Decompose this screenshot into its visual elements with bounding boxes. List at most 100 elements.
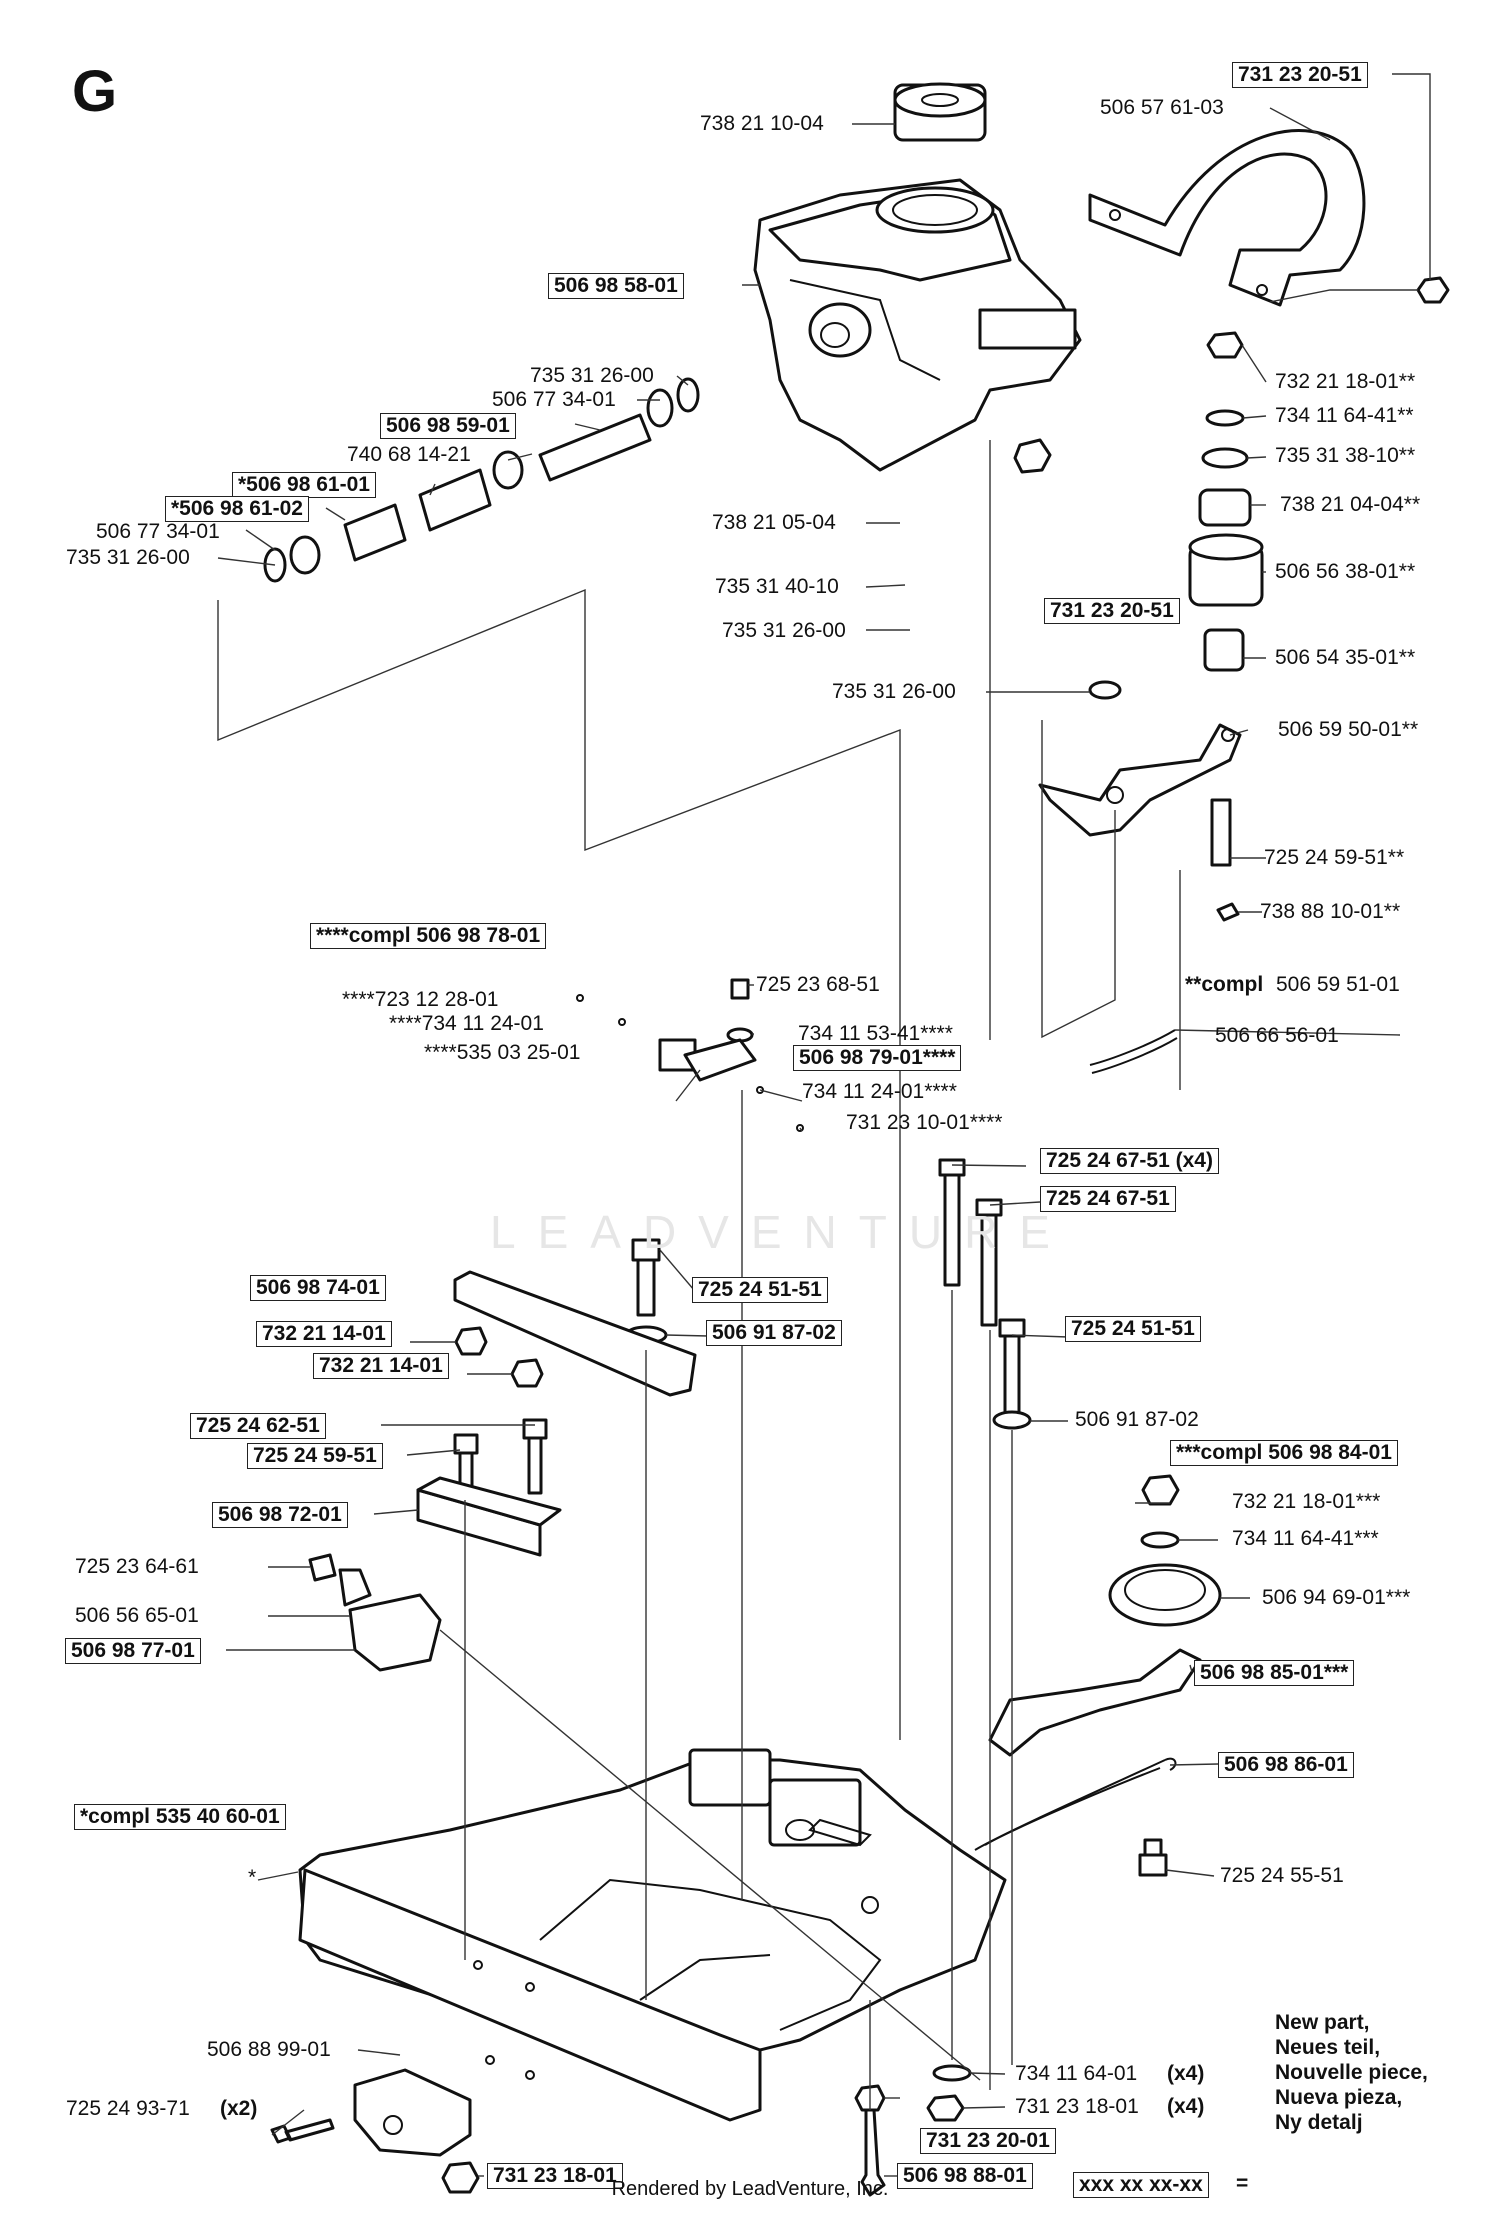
part-label-735-31-38-10-dstar[interactable]: 735 31 38-10** (1275, 444, 1416, 467)
part-label-734-11-64-41-tstar[interactable]: 734 11 64-41*** (1232, 1527, 1379, 1550)
watermark-text: LEADVENTURE (490, 1206, 1072, 1258)
shaft-assembly-drawing (263, 377, 700, 583)
part-label-compl-506-98-84-01[interactable]: ***compl 506 98 84-01 (1170, 1440, 1398, 1466)
part-label-731-23-18-01-x4[interactable]: 731 23 18-01 (1015, 2095, 1139, 2118)
top-bearing-drawing (893, 82, 987, 142)
pulley-stack-drawing (974, 1474, 1222, 1877)
switch-group-drawing (576, 978, 804, 1132)
nut-housing-drawing (1013, 438, 1052, 474)
part-label-734-11-64-01[interactable]: 734 11 64-01 (1015, 2062, 1138, 2085)
footer-credit: Rendered by LeadVenture, Inc. (611, 2178, 889, 2200)
part-label-731-23-20-01[interactable]: 731 23 20-01 (920, 2128, 1056, 2154)
nut-bottom-center-drawing (926, 2094, 965, 2122)
legend-line-es: Nueva pieza, (1275, 2086, 1403, 2109)
part-label-735-31-26-00-b[interactable]: 735 31 26-00 (66, 546, 190, 569)
part-label-732-21-14-01-b[interactable]: 732 21 14-01 (313, 1353, 449, 1379)
part-label-506-59-50-01-dstar[interactable]: 506 59 50-01** (1278, 718, 1419, 741)
part-label-725-24-51-51-b[interactable]: 725 24 51-51 (1065, 1316, 1201, 1342)
part-label-506-77-34-01-a[interactable]: 506 77 34-01 (492, 388, 616, 411)
part-label-725-24-62-51[interactable]: 725 24 62-51 (190, 1413, 326, 1439)
part-label-506-98-77-01[interactable]: 506 98 77-01 (65, 1638, 201, 1664)
part-label-506-57-61-03[interactable]: 506 57 61-03 (1100, 96, 1224, 119)
bottom-nut-left-drawing (441, 2161, 480, 2194)
part-label-725-24-51-51-a[interactable]: 725 24 51-51 (692, 1277, 828, 1303)
part-label-725-24-59-51[interactable]: 725 24 59-51 (247, 1443, 383, 1469)
part-label-725-23-64-61[interactable]: 725 23 64-61 (75, 1555, 199, 1578)
long-bolts-drawing (938, 1158, 1032, 1430)
part-label-725-24-59-51-dstar[interactable]: 725 24 59-51** (1264, 846, 1405, 869)
part-label-506-59-51-01[interactable]: 506 59 51-01 (1276, 973, 1400, 996)
part-label-506-98-79-01-qstar[interactable]: 506 98 79-01**** (793, 1045, 962, 1071)
bearing-housing-drawing (753, 178, 1082, 472)
part-label-535-03-25-01-qstar[interactable]: ****535 03 25-01 (424, 1041, 581, 1064)
part-label-725-24-93-71-qty: (x2) (220, 2097, 258, 2120)
legend-new-part-box: xxx xx xx-xx (1073, 2172, 1209, 2198)
part-label-734-11-24-01-qstar-b[interactable]: 734 11 24-01**** (802, 1080, 957, 1103)
part-label-734-11-64-01-qty: (x4) (1167, 2062, 1205, 2085)
part-label-738-21-05-04[interactable]: 738 21 05-04 (712, 511, 836, 534)
part-label-506-77-34-01-b[interactable]: 506 77 34-01 (96, 520, 220, 543)
part-label-725-24-67-51-x4[interactable]: 725 24 67-51 (x4) (1040, 1148, 1219, 1174)
part-label-734-11-53-41-qstar[interactable]: 734 11 53-41**** (798, 1022, 953, 1045)
part-label-506-56-38-01-dstar[interactable]: 506 56 38-01** (1275, 560, 1416, 583)
part-label-732-21-18-01-tstar[interactable]: 732 21 18-01*** (1232, 1490, 1381, 1513)
front-bolt-drawing (270, 2118, 335, 2144)
part-label-732-21-14-01-a[interactable]: 732 21 14-01 (256, 1321, 392, 1347)
part-label-506-54-35-01-dstar[interactable]: 506 54 35-01** (1275, 646, 1416, 669)
part-label-506-98-74-01[interactable]: 506 98 74-01 (250, 1275, 386, 1301)
part-label-compl-506-98-78-01[interactable]: ****compl 506 98 78-01 (310, 923, 547, 949)
part-label-735-31-40-10[interactable]: 735 31 40-10 (715, 575, 839, 598)
part-label-506-98-88-01[interactable]: 506 98 88-01 (897, 2163, 1033, 2189)
part-label-506-98-86-01[interactable]: 506 98 86-01 (1218, 1752, 1354, 1778)
part-label-735-31-26-00-a[interactable]: 735 31 26-00 (530, 364, 654, 387)
part-label-506-94-69-01-tstar[interactable]: 506 94 69-01*** (1262, 1586, 1411, 1609)
front-bracket-drawing (353, 2068, 472, 2157)
part-label-506-98-58-01[interactable]: 506 98 58-01 (548, 273, 684, 299)
part-label-506-98-61-02[interactable]: *506 98 61-02 (165, 496, 309, 522)
part-label-734-11-64-41-dstar[interactable]: 734 11 64-41** (1275, 404, 1414, 427)
part-label-506-98-61-01[interactable]: *506 98 61-01 (232, 472, 376, 498)
legend-line-sv: Ny detalj (1275, 2111, 1363, 2134)
part-label-731-23-18-01-qty: (x4) (1167, 2095, 1205, 2118)
part-label-738-21-10-04[interactable]: 738 21 10-04 (700, 112, 824, 135)
part-label-734-11-24-01-qstar[interactable]: ****734 11 24-01 (389, 1012, 544, 1035)
legend-line-fr: Nouvelle piece, (1275, 2061, 1428, 2084)
spring-mid-drawing (1089, 1029, 1178, 1074)
part-label-735-31-26-00-c[interactable]: 735 31 26-00 (722, 619, 846, 642)
part-label-732-21-18-01-dstar[interactable]: 732 21 18-01** (1275, 370, 1416, 393)
bottom-rod-drawing (860, 2108, 886, 2197)
part-label-506-91-87-02-b[interactable]: 506 91 87-02 (1075, 1408, 1199, 1431)
legend-line-en: New part, (1275, 2011, 1370, 2034)
part-label-731-23-18-01[interactable]: 731 23 18-01 (487, 2163, 623, 2189)
part-label-506-88-99-01[interactable]: 506 88 99-01 (207, 2038, 331, 2061)
leader-lines (217, 73, 1431, 2177)
part-label-735-31-26-00-d[interactable]: 735 31 26-00 (832, 680, 956, 703)
left-brackets-drawing (308, 1238, 697, 1672)
legend-new-part-text: New part, Neues teil, Nouvelle piece, Nu… (1275, 2010, 1428, 2135)
part-label-compl-506-59-51-01-prefix[interactable]: **compl (1185, 973, 1264, 996)
part-label-725-24-55-51[interactable]: 725 24 55-51 (1220, 1864, 1344, 1887)
nut-top-right-drawing (1416, 276, 1450, 304)
part-label-506-98-72-01[interactable]: 506 98 72-01 (212, 1502, 348, 1528)
part-label-740-68-14-21[interactable]: 740 68 14-21 (347, 443, 471, 466)
part-label-738-21-04-04-dstar[interactable]: 738 21 04-04** (1280, 493, 1421, 516)
main-frame-drawing (298, 1748, 1007, 2122)
washer-bottom-drawing (932, 2064, 972, 2082)
part-label-725-24-67-51[interactable]: 725 24 67-51 (1040, 1186, 1176, 1212)
part-label-731-23-20-51-top[interactable]: 731 23 20-51 (1232, 62, 1368, 88)
part-label-506-91-87-02-a[interactable]: 506 91 87-02 (706, 1320, 842, 1346)
part-label-723-12-28-01-qstar[interactable]: ****723 12 28-01 (342, 988, 499, 1011)
part-label-506-56-65-01[interactable]: 506 56 65-01 (75, 1604, 199, 1627)
part-label-731-23-10-01-qstar[interactable]: 731 23 10-01**** (846, 1111, 1003, 1134)
legend-line-de: Neues teil, (1275, 2036, 1381, 2059)
part-label-731-23-20-51-mid[interactable]: 731 23 20-51 (1044, 598, 1180, 624)
part-label-compl-535-40-60-01[interactable]: *compl 535 40 60-01 (74, 1804, 286, 1830)
part-label-506-98-85-01-tstar[interactable]: 506 98 85-01*** (1194, 1660, 1355, 1686)
part-label-506-66-56-01[interactable]: 506 66 56-01 (1215, 1024, 1339, 1047)
part-label-725-23-68-51[interactable]: 725 23 68-51 (756, 973, 880, 996)
part-label-738-88-10-01-dstar[interactable]: 738 88 10-01** (1260, 900, 1401, 923)
bracket-strap-drawing (1088, 129, 1366, 307)
part-label-725-24-93-71[interactable]: 725 24 93-71 (66, 2097, 190, 2120)
part-label-506-98-59-01[interactable]: 506 98 59-01 (380, 413, 516, 439)
